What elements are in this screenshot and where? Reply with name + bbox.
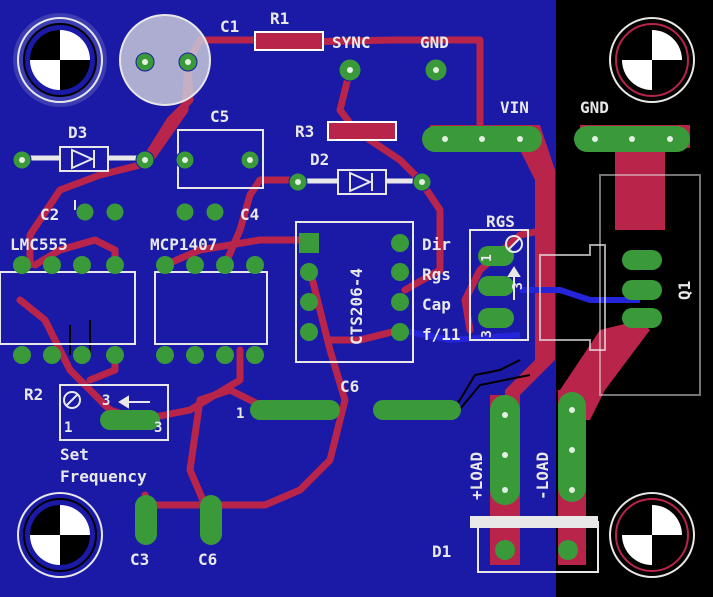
r3-body [327, 121, 397, 141]
label-conn1-pin: 1 [236, 406, 244, 422]
label-r2: R2 [24, 385, 43, 404]
label-r3: R3 [295, 122, 314, 141]
cts-outline [295, 221, 414, 363]
pad-holes [19, 59, 673, 493]
label-load-pos: +LOAD [467, 452, 486, 500]
label-cts: CTS206-4 [347, 268, 366, 345]
label-r2-pin3: 3 [102, 393, 110, 409]
label-r1: R1 [270, 9, 289, 28]
label-c2: C2 [40, 205, 59, 224]
power-pads [100, 126, 690, 545]
label-rgs-p3b: 3 [480, 330, 495, 338]
label-r2-pin1: 1 [64, 420, 72, 436]
label-rgs-p1: 1 [480, 254, 495, 262]
label-c4: C4 [240, 205, 259, 224]
label-c6: C6 [198, 550, 217, 569]
d3-body [59, 146, 109, 172]
label-gnd-top: GND [420, 33, 449, 52]
label-d1: D1 [432, 542, 451, 561]
label-c3: C3 [130, 550, 149, 569]
mount-hole-top-right [609, 17, 695, 103]
d2-body [337, 169, 387, 195]
mount-hole-bottom-right [609, 492, 695, 578]
mounting-holes [13, 13, 695, 578]
lmc555-outline [0, 271, 136, 345]
silkscreen [0, 14, 701, 573]
label-frequency: Frequency [60, 467, 147, 486]
diodes [59, 146, 387, 195]
label-rgs-p3: 3 [511, 282, 526, 290]
q1-heatsink [539, 244, 606, 351]
label-rgs: RGS [486, 212, 515, 231]
dip-pads [13, 233, 578, 560]
q1-outline [599, 174, 701, 396]
black-traces [69, 320, 531, 416]
r1-body [254, 31, 324, 51]
pads [12, 52, 448, 222]
c1-outline [119, 14, 211, 106]
label-d3: D3 [68, 123, 87, 142]
mount-hole-bottom-left [17, 492, 103, 578]
label-dir: Dir [422, 235, 451, 254]
labels: C1 R1 SYNC GND D3 C5 VIN GND R3 D2 C2 C4… [10, 9, 694, 569]
label-sync: SYNC [332, 33, 371, 52]
label-rgs-pin: Rgs [422, 265, 451, 284]
label-vin: VIN [500, 98, 529, 117]
mcp1407-outline [154, 271, 268, 345]
label-c6-conn: C6 [340, 377, 359, 396]
r2-outline [59, 384, 169, 441]
label-r2-pin2: 3 [154, 420, 162, 436]
label-c5: C5 [210, 107, 229, 126]
label-cap: Cap [422, 295, 451, 314]
label-gnd-right: GND [580, 98, 609, 117]
label-lmc555: LMC555 [10, 235, 68, 254]
label-q1: Q1 [675, 281, 694, 300]
label-c1: C1 [220, 17, 239, 36]
label-f11: f/11 [422, 325, 461, 344]
label-load-neg: -LOAD [533, 452, 552, 500]
label-d2: D2 [310, 150, 329, 169]
mount-hole-top-left [13, 13, 107, 107]
label-mcp1407: MCP1407 [150, 235, 217, 254]
trimmers [63, 235, 523, 409]
rgs-outline [469, 229, 529, 341]
label-set: Set [60, 445, 89, 464]
